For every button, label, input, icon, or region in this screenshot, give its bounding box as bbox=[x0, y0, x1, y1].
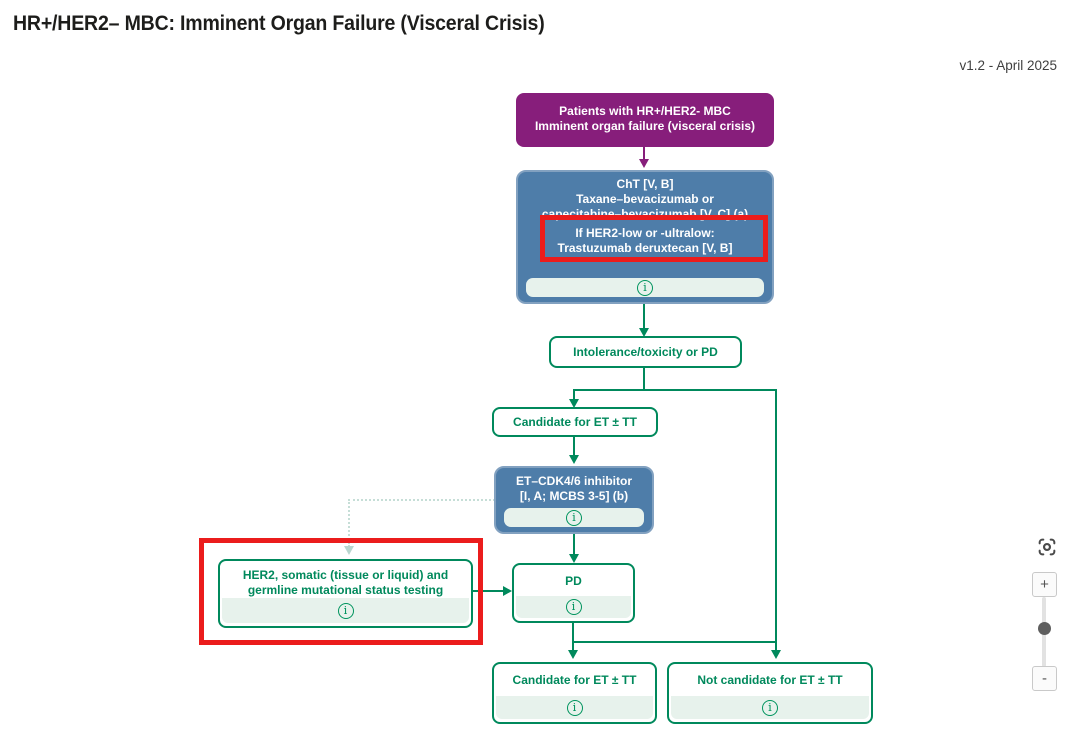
info-strip[interactable]: i bbox=[526, 278, 764, 297]
highlight-box-trastuzumab bbox=[540, 215, 768, 262]
flow-node-patients: Patients with HR+/HER2- MBC Imminent org… bbox=[516, 93, 774, 147]
connector-split-left bbox=[573, 389, 575, 400]
info-icon[interactable]: i bbox=[337, 602, 354, 619]
flow-node-candidate-bottom: Candidate for ET ± TT i bbox=[492, 662, 657, 724]
node-text: germline mutational status testing bbox=[247, 583, 444, 597]
fit-view-button[interactable] bbox=[1035, 536, 1059, 560]
flow-node-pd: PD i bbox=[512, 563, 635, 623]
highlight-box-her2-testing bbox=[199, 538, 483, 645]
connector-pd-horizontal bbox=[573, 641, 777, 643]
connector-cht-intolerance bbox=[643, 304, 645, 329]
arrowhead-down bbox=[771, 650, 781, 659]
arrowhead-down bbox=[639, 159, 649, 168]
node-text: HER2, somatic (tissue or liquid) and bbox=[242, 568, 449, 582]
arrowhead-down-pale bbox=[344, 546, 354, 555]
zoom-out-button[interactable]: - bbox=[1032, 666, 1057, 691]
flow-node-her2-testing: HER2, somatic (tissue or liquid) and ger… bbox=[218, 559, 473, 628]
info-strip[interactable]: i bbox=[504, 508, 644, 527]
arrowhead-down bbox=[569, 399, 579, 408]
flow-node-candidate-top: Candidate for ET ± TT bbox=[492, 407, 658, 437]
info-strip[interactable]: i bbox=[516, 596, 631, 618]
node-text: Taxane–bevacizumab or bbox=[576, 192, 714, 206]
node-text: Candidate for ET ± TT bbox=[512, 673, 637, 687]
node-text-highlighted: If HER2-low or -ultralow: bbox=[575, 226, 715, 240]
focus-reset-icon bbox=[1038, 538, 1056, 556]
version-label: v1.2 - April 2025 bbox=[959, 58, 1057, 73]
node-text: Patients with HR+/HER2- MBC bbox=[559, 104, 731, 118]
node-text: ET–CDK4/6 inhibitor bbox=[515, 474, 632, 488]
info-icon[interactable]: i bbox=[637, 279, 653, 296]
plus-icon: + bbox=[1040, 575, 1049, 593]
arrowhead-down bbox=[639, 328, 649, 337]
info-icon[interactable]: i bbox=[566, 699, 583, 716]
node-text: [I, A; MCBS 3-5] (b) bbox=[519, 489, 629, 503]
connector-patients-cht bbox=[643, 147, 645, 161]
connector-her2-pd bbox=[473, 590, 504, 592]
connector-candidate-cdk bbox=[573, 437, 575, 456]
flow-node-cdk: ET–CDK4/6 inhibitor [I, A; MCBS 3-5] (b)… bbox=[494, 466, 654, 534]
arrowhead-down bbox=[569, 455, 579, 464]
node-text: PD bbox=[565, 574, 582, 588]
zoom-slider-handle[interactable] bbox=[1038, 622, 1051, 635]
connector-cdk-pd bbox=[573, 534, 575, 555]
info-icon[interactable]: i bbox=[566, 509, 582, 526]
connector-intolerance-split bbox=[643, 368, 645, 390]
connector-split-horizontal bbox=[573, 389, 777, 391]
info-strip[interactable]: i bbox=[496, 696, 653, 719]
arrowhead-down bbox=[569, 554, 579, 563]
info-strip[interactable]: i bbox=[222, 598, 469, 623]
node-text: ChT [V, B] bbox=[616, 177, 674, 191]
minus-icon: - bbox=[1042, 669, 1047, 687]
flow-node-not-candidate: Not candidate for ET ± TT i bbox=[667, 662, 873, 724]
arrowhead-right bbox=[503, 586, 512, 596]
arrowhead-down bbox=[568, 650, 578, 659]
connector-split-right bbox=[775, 389, 777, 651]
node-text-highlighted: Trastuzumab deruxtecan [V, B] bbox=[557, 241, 733, 255]
node-text: Intolerance/toxicity or PD bbox=[573, 345, 718, 359]
info-icon[interactable]: i bbox=[762, 699, 778, 716]
info-icon[interactable]: i bbox=[565, 599, 582, 615]
zoom-in-button[interactable]: + bbox=[1032, 572, 1057, 597]
connector-pd-down bbox=[572, 623, 574, 651]
node-text: Candidate for ET ± TT bbox=[513, 415, 637, 429]
connector-dotted-horizontal bbox=[348, 499, 495, 501]
connector-dotted-vertical bbox=[348, 499, 350, 547]
flow-node-intolerance: Intolerance/toxicity or PD bbox=[549, 336, 742, 368]
node-text: Not candidate for ET ± TT bbox=[697, 673, 843, 687]
node-text: Imminent organ failure (visceral crisis) bbox=[534, 119, 756, 133]
info-strip[interactable]: i bbox=[671, 696, 869, 719]
page-title: HR+/HER2– MBC: Imminent Organ Failure (V… bbox=[13, 12, 545, 35]
